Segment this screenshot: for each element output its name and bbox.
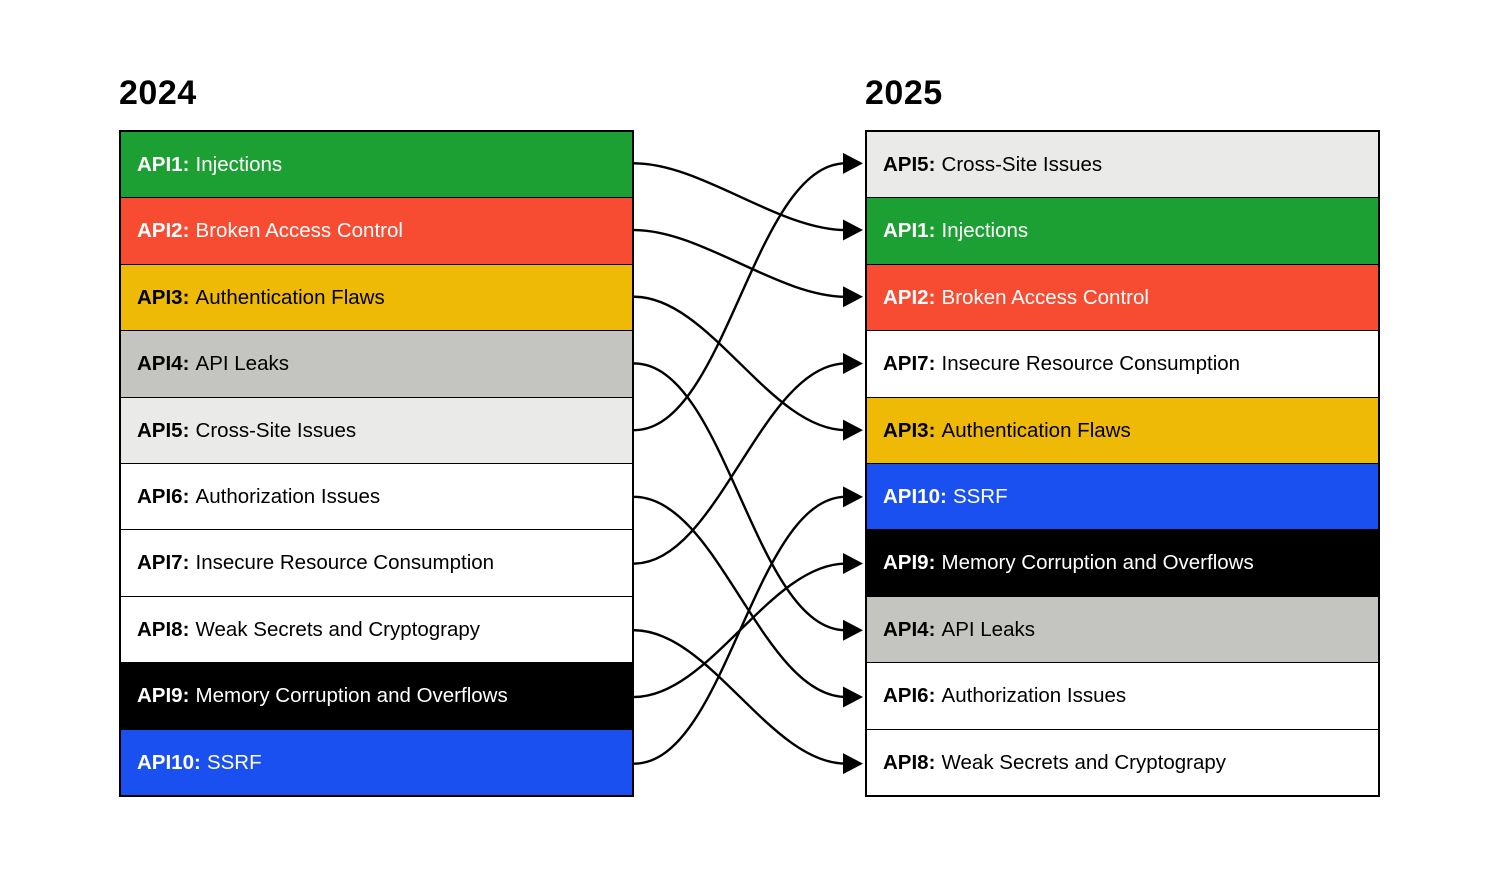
connector-curve-API8 bbox=[633, 629, 847, 765]
arrowhead-icon-API9 bbox=[843, 553, 863, 575]
risk-rank-label: API10: bbox=[137, 750, 201, 774]
arrowhead-icon-API1 bbox=[843, 219, 863, 241]
risk-row[interactable]: API2:Broken Access Control bbox=[867, 264, 1378, 332]
risk-row[interactable]: API10:SSRF bbox=[867, 464, 1378, 531]
connector-curve-API3 bbox=[633, 295, 847, 432]
risk-rank-label: API9: bbox=[883, 551, 936, 575]
risk-title-label: Weak Secrets and Cryptograpy bbox=[941, 750, 1227, 774]
year-label-right: 2025 bbox=[865, 74, 943, 112]
risk-rank-label: API1: bbox=[137, 152, 190, 176]
risk-title-label: Weak Secrets and Cryptograpy bbox=[195, 617, 481, 641]
connector-curve-API10 bbox=[633, 495, 847, 765]
risk-title-label: Insecure Resource Consumption bbox=[941, 352, 1241, 376]
risk-title-label: Insecure Resource Consumption bbox=[195, 551, 495, 575]
risk-rank-label: API2: bbox=[137, 219, 190, 243]
risk-rank-label: API8: bbox=[137, 617, 190, 641]
risk-title-label: API Leaks bbox=[941, 617, 1035, 641]
risk-title-label: Broken Access Control bbox=[195, 219, 403, 243]
risk-row[interactable]: API3:Authentication Flaws bbox=[121, 264, 632, 332]
risk-row[interactable]: API2:Broken Access Control bbox=[121, 198, 632, 265]
risk-rank-label: API5: bbox=[137, 418, 190, 442]
risk-rank-label: API8: bbox=[883, 750, 936, 774]
risk-rank-label: API7: bbox=[137, 551, 190, 575]
risk-row[interactable]: API4:API Leaks bbox=[121, 331, 632, 398]
risk-title-label: Memory Corruption and Overflows bbox=[941, 551, 1254, 575]
risk-row[interactable]: API7:Insecure Resource Consumption bbox=[867, 331, 1378, 398]
risk-rank-label: API6: bbox=[883, 684, 936, 708]
risk-row[interactable]: API6:Authorization Issues bbox=[867, 663, 1378, 730]
risk-row[interactable]: API6:Authorization Issues bbox=[121, 464, 632, 531]
connector-curve-API4 bbox=[633, 362, 847, 632]
risk-title-label: Authentication Flaws bbox=[195, 285, 385, 309]
risk-rank-label: API4: bbox=[883, 617, 936, 641]
risk-row[interactable]: API7:Insecure Resource Consumption bbox=[121, 530, 632, 597]
arrowhead-icon-API6 bbox=[843, 686, 863, 708]
risk-title-label: SSRF bbox=[952, 484, 1008, 508]
risk-row[interactable]: API1:Injections bbox=[121, 132, 632, 199]
risk-title-label: SSRF bbox=[206, 750, 262, 774]
risk-title-label: Authorization Issues bbox=[195, 484, 381, 508]
risk-row[interactable]: API9:Memory Corruption and Overflows bbox=[121, 663, 632, 730]
risk-title-label: Memory Corruption and Overflows bbox=[195, 684, 508, 708]
risk-row[interactable]: API10:SSRF bbox=[121, 729, 632, 796]
risk-rank-label: API7: bbox=[883, 352, 936, 376]
risk-rank-label: API6: bbox=[137, 484, 190, 508]
risk-row[interactable]: API8:Weak Secrets and Cryptograpy bbox=[867, 729, 1378, 796]
arrowhead-icon-API7 bbox=[843, 352, 863, 374]
risk-title-label: Broken Access Control bbox=[941, 285, 1149, 309]
arrowhead-icon-API5 bbox=[843, 152, 863, 174]
risk-rank-label: API4: bbox=[137, 352, 190, 376]
risk-row[interactable]: API4:API Leaks bbox=[867, 596, 1378, 664]
risk-rank-label: API10: bbox=[883, 484, 947, 508]
connector-curve-API9 bbox=[633, 562, 847, 699]
risk-row[interactable]: API5:Cross-Site Issues bbox=[121, 397, 632, 465]
arrowhead-icon-API10 bbox=[843, 486, 863, 508]
risk-row[interactable]: API9:Memory Corruption and Overflows bbox=[867, 530, 1378, 597]
risk-row[interactable]: API3:Authentication Flaws bbox=[867, 397, 1378, 465]
risk-title-label: Authorization Issues bbox=[941, 684, 1127, 708]
risk-title-label: Cross-Site Issues bbox=[195, 418, 357, 442]
arrowhead-icon-API4 bbox=[843, 619, 863, 641]
risk-rank-label: API1: bbox=[883, 219, 936, 243]
connector-curve-API2 bbox=[633, 228, 847, 298]
connector-curve-API6 bbox=[633, 495, 847, 699]
arrowhead-icon-API8 bbox=[843, 753, 863, 775]
risk-rank-label: API2: bbox=[883, 285, 936, 309]
arrowhead-icon-API3 bbox=[843, 419, 863, 441]
connector-curve-API5 bbox=[633, 162, 847, 432]
risk-title-label: Authentication Flaws bbox=[941, 418, 1131, 442]
risk-title-label: API Leaks bbox=[195, 352, 289, 376]
arrowhead-icon-API2 bbox=[843, 286, 863, 308]
risk-row[interactable]: API1:Injections bbox=[867, 198, 1378, 265]
year-label-left: 2024 bbox=[119, 74, 197, 112]
risk-rank-label: API3: bbox=[883, 418, 936, 442]
risk-row[interactable]: API5:Cross-Site Issues bbox=[867, 132, 1378, 199]
risk-rank-label: API3: bbox=[137, 285, 190, 309]
connector-curve-API7 bbox=[633, 362, 847, 565]
risk-title-label: Injections bbox=[941, 219, 1029, 243]
risk-row[interactable]: API8:Weak Secrets and Cryptograpy bbox=[121, 596, 632, 664]
risk-rank-label: API9: bbox=[137, 684, 190, 708]
risk-title-label: Injections bbox=[195, 152, 283, 176]
risk-title-label: Cross-Site Issues bbox=[941, 152, 1103, 176]
connector-curve-API1 bbox=[633, 162, 847, 232]
risk-rank-label: API5: bbox=[883, 152, 936, 176]
